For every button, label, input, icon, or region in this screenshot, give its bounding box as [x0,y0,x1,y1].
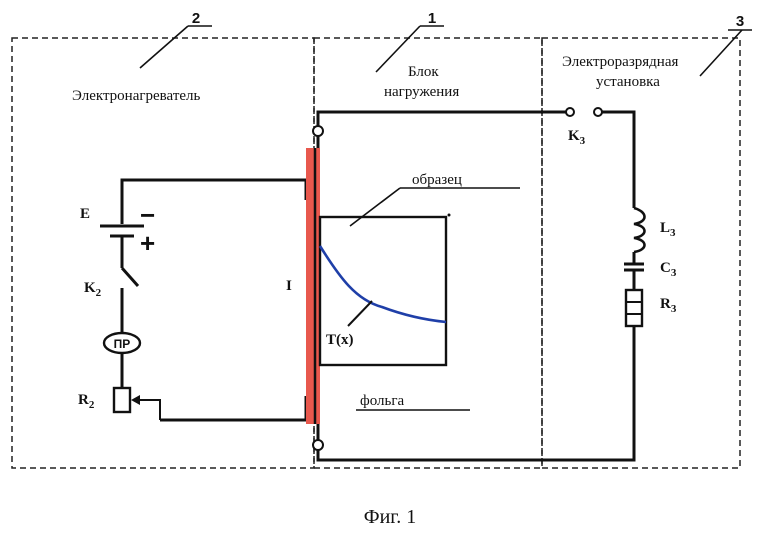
resistor-r2-slider-arrowhead [131,395,140,405]
battery-minus-sign: − [140,200,155,230]
resistor-r3-label: R3 [660,296,677,315]
temperature-label: T(x) [326,332,354,348]
block-3-label-line2: установка [596,74,660,90]
load-top-terminal [313,126,323,136]
sample-callout-leader [350,188,400,226]
switch-k3-left-contact [566,108,574,116]
inductor-l3-label: L3 [660,220,676,239]
block-3-number: 3 [736,13,744,30]
battery-plus-sign: + [140,228,155,258]
block-1-label-line1: Блок [408,64,439,80]
current-label: I [286,278,292,294]
load-top-wire [318,112,566,126]
sample-corner-dot [448,214,451,217]
block-3-leader [700,30,742,76]
sample-label: образец [412,172,462,188]
figure-caption: Фиг. 1 [364,506,416,528]
block-3-boundary [542,38,740,468]
block-2-label: Электронагреватель [72,88,201,104]
load-bottom-terminal [313,440,323,450]
heater-strip [306,148,320,424]
temperature-callout-leader [348,301,372,326]
foil-label: фольга [360,393,405,409]
switch-k2-blade [122,268,138,286]
resistor-r2-label: R2 [78,392,95,411]
heater-bottom-wire [160,396,306,420]
switch-k3-right-contact [594,108,602,116]
block-1-label-line2: нагружения [384,84,459,100]
temperature-curve [320,246,446,322]
inductor-l3-coil [634,208,645,252]
block-1-boundary [314,38,542,468]
resistor-r2-body [114,388,130,412]
discharge-top-wire [602,112,634,208]
block-2-number: 2 [192,10,200,27]
switch-k3-label: K3 [568,128,586,147]
battery-label: E [80,206,90,222]
block-1-number: 1 [428,10,436,27]
block-2-leader [140,26,188,68]
resistor-r3-body [626,290,642,326]
switch-k2-label: K2 [84,280,102,299]
fuse-label: ПР [114,337,131,351]
capacitor-c3-label: C3 [660,260,677,279]
block-3-label-line1: Электроразрядная [562,54,678,70]
